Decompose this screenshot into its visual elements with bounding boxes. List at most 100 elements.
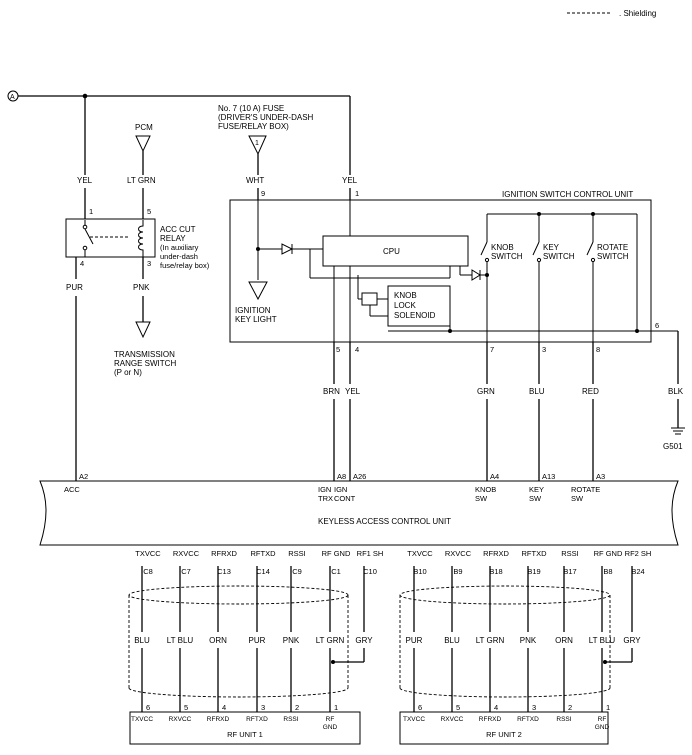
fuse-pin: 1 [255, 140, 259, 147]
rf-unit-pin-number: 5 [456, 703, 460, 712]
blk-label: BLK [668, 387, 684, 396]
rf-unit-pin-number: 2 [568, 703, 572, 712]
kacu-rf-signal-label: RFTXD [522, 549, 548, 558]
iscu-pin-8: 8 [596, 345, 600, 354]
yel-left-label: YEL [77, 176, 93, 185]
rf-wire-color-label: PUR [249, 636, 266, 645]
key-switch-label-2: SWITCH [543, 252, 575, 261]
ign-key-light-label-1: IGNITION [235, 306, 271, 315]
kacu-pin-number: A26 [353, 472, 366, 481]
red-label: RED [582, 387, 599, 396]
rf-unit-signal-label: RFRXD [479, 716, 502, 723]
rf-unit-signal-label: RF [598, 716, 607, 723]
rf-unit-pin-number: 4 [494, 703, 498, 712]
rf-unit-signal-label: RF [326, 716, 335, 723]
relay-contact [82, 245, 88, 251]
relay-pin-4: 4 [80, 259, 84, 268]
rf-wire-color-label: LT BLU [589, 636, 616, 645]
splice-dot [591, 212, 595, 216]
kacu-pin-signal-label: TRX [318, 494, 333, 503]
iscu-pin-5: 5 [336, 345, 340, 354]
rf-unit-signal-label: RXVCC [441, 716, 464, 723]
rf-wire-color-label: PNK [283, 636, 300, 645]
rf-wire-color-label: GRY [355, 636, 373, 645]
kacu-pin-signal-label: IGN [334, 485, 347, 494]
pcm-connector-arrow [135, 135, 151, 153]
kacu-rf-pin-number: C14 [256, 567, 270, 576]
knob-lock-label-3: SOLENOID [394, 311, 436, 320]
kacu-rf-signal-label: RFRXD [211, 549, 237, 558]
yel-right-label: YEL [342, 176, 358, 185]
kacu-rf-pin-number: B17 [563, 567, 576, 576]
brn-label: BRN [323, 387, 340, 396]
solenoid-icon [361, 292, 378, 306]
kacu-pin-signal-label: IGN [318, 485, 331, 494]
kacu-pin-number: A2 [79, 472, 88, 481]
knob-switch-icon [480, 241, 488, 256]
shielding-top [399, 585, 611, 605]
pur-label: PUR [66, 283, 83, 292]
rf-unit-signal-label: GND [323, 724, 338, 731]
rf-unit-signal-label: RFTXD [517, 716, 539, 723]
kacu-rf-pin-number: C10 [363, 567, 377, 576]
rf-unit-signal-label: RSSI [556, 716, 571, 723]
diode-icon [471, 269, 481, 281]
rf-unit-signal-label: RXVCC [169, 716, 192, 723]
connector-a-label: A [10, 94, 15, 101]
blu-label: BLU [529, 387, 545, 396]
rf-unit-pin-number: 6 [418, 703, 422, 712]
relay-label-2: RELAY [160, 234, 186, 243]
rf-unit-pin-number: 1 [606, 703, 610, 712]
rf-unit-signal-label: TXVCC [403, 716, 425, 723]
rf-wire-color-label: BLU [134, 636, 150, 645]
kacu-rf-signal-label: RXVCC [445, 549, 472, 558]
relay-pin-3: 3 [147, 259, 151, 268]
kacu-rf-pin-number: C7 [181, 567, 191, 576]
iscu-pin-9: 9 [261, 189, 265, 198]
relay-label-5: fuse/relay box) [160, 261, 210, 270]
trans-label-2: RANGE SWITCH [114, 359, 176, 368]
lt-grn-label: LT GRN [127, 176, 156, 185]
kacu-pin-number: A13 [542, 472, 555, 481]
iscu-title: IGNITION SWITCH CONTROL UNIT [502, 190, 633, 199]
knob-lock-label-1: KNOB [394, 291, 417, 300]
rf-wire-color-label: ORN [209, 636, 227, 645]
knob-lock-solenoid-box [387, 285, 451, 327]
kacu-rf-signal-label: RFTXD [251, 549, 277, 558]
fuse-label-2: (DRIVER'S UNDER-DASH [218, 113, 314, 122]
rf-wire-color-label: PNK [520, 636, 537, 645]
kacu-rf-signal-label: TXVCC [407, 549, 433, 558]
rf-unit-pin-number: 6 [146, 703, 150, 712]
rotate-switch-icon [586, 241, 594, 256]
kacu-rf-pin-number: C9 [292, 567, 302, 576]
iscu-pin-3: 3 [542, 345, 546, 354]
iscu-pin-7: 7 [490, 345, 494, 354]
kacu-pin-signal-label: ROTATE [571, 485, 600, 494]
kacu-rf-pin-number: C8 [143, 567, 153, 576]
trans-label-3: (P or N) [114, 368, 142, 377]
kacu-rf-pin-number: C1 [331, 567, 341, 576]
kacu-rf-signal-label: RF2 SH [625, 549, 652, 558]
knob-switch-label-2: SWITCH [491, 252, 523, 261]
rf-unit-signal-label: RSSI [283, 716, 298, 723]
kacu-pin-number: A8 [337, 472, 346, 481]
rf-wire-color-label: ORN [555, 636, 573, 645]
rf-unit-box [129, 711, 361, 745]
rotate-switch-contact [590, 257, 596, 263]
rf-wire-color-label: BLU [444, 636, 460, 645]
diode-icon [281, 243, 294, 255]
rf-unit-2-group: TXVCCB10RXVCCB9RFRXDB18RFTXDB19RSSIB17RF… [399, 549, 652, 745]
pcm-label: PCM [135, 123, 153, 132]
g501-label: G501 [663, 442, 683, 451]
cpu-label: CPU [383, 247, 400, 256]
kacu-rf-signal-label: TXVCC [135, 549, 161, 558]
fuse-connector-arrow [248, 135, 267, 156]
rf-unit-pin-number: 3 [532, 703, 536, 712]
kacu-pin-signal-label: SW [475, 494, 488, 503]
kacu-rf-signal-label: RXVCC [173, 549, 200, 558]
rf-unit-name: RF UNIT 1 [227, 730, 263, 739]
kacu-rf-pin-number: B18 [489, 567, 502, 576]
rf-unit-signal-label: TXVCC [131, 716, 153, 723]
kacu-title: KEYLESS ACCESS CONTROL UNIT [318, 517, 451, 526]
